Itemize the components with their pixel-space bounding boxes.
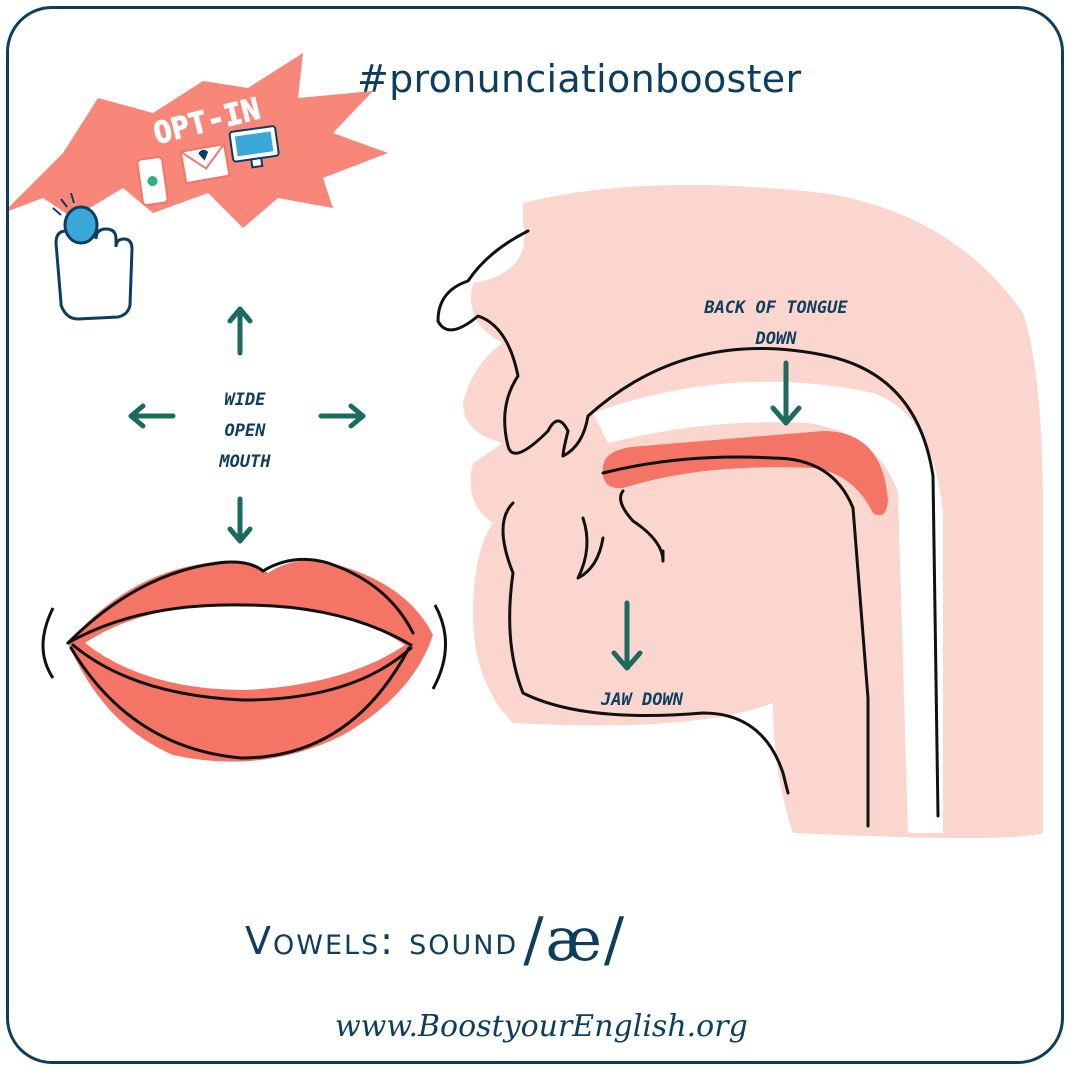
burst-star	[9, 53, 388, 228]
mouth-label-line: MOUTH	[219, 452, 271, 472]
tongue-label: BACK OF TONGUE DOWN	[671, 293, 881, 355]
monitor-icon	[228, 125, 280, 169]
oral-cavity	[593, 381, 943, 833]
opt-in-badge[interactable]: OPT-IN	[9, 53, 388, 228]
phone-icon	[136, 156, 169, 207]
hand-click-icon[interactable]	[52, 192, 134, 321]
arrow-icon	[318, 403, 366, 429]
hashtag-title: #pronunciationbooster	[357, 57, 802, 101]
arrow-icon	[770, 360, 802, 426]
arrow-icon	[128, 403, 176, 429]
website-link[interactable]: www.BoostyourEnglish.org	[335, 1009, 748, 1044]
mouth-label-line: WIDE	[224, 390, 266, 410]
sound-title-prefix: Vowels: sound	[245, 919, 519, 963]
ipa-symbol: /æ/	[523, 905, 627, 975]
envelope-icon	[179, 142, 231, 185]
tongue-shape	[602, 431, 888, 516]
arrow-icon	[227, 496, 253, 544]
sound-title: Vowels: sound /æ/	[245, 905, 626, 975]
mouth-label-line: OPEN	[224, 421, 266, 441]
infographic-card: OPT-IN	[6, 6, 1064, 1064]
mouth-label: WIDE OPEN MOUTH	[195, 385, 295, 478]
tongue-label-line: BACK OF TONGUE	[704, 298, 848, 318]
arrow-icon	[611, 600, 643, 671]
tongue-label-line: DOWN	[755, 329, 797, 349]
jaw-label: JAW DOWN	[601, 690, 683, 710]
lips-illustration	[41, 557, 447, 762]
arrow-group	[128, 306, 802, 671]
head-outline	[436, 229, 940, 828]
illustration-layer: OPT-IN	[9, 53, 1043, 838]
arrow-icon	[227, 306, 253, 356]
head-silhouette	[463, 185, 1043, 838]
